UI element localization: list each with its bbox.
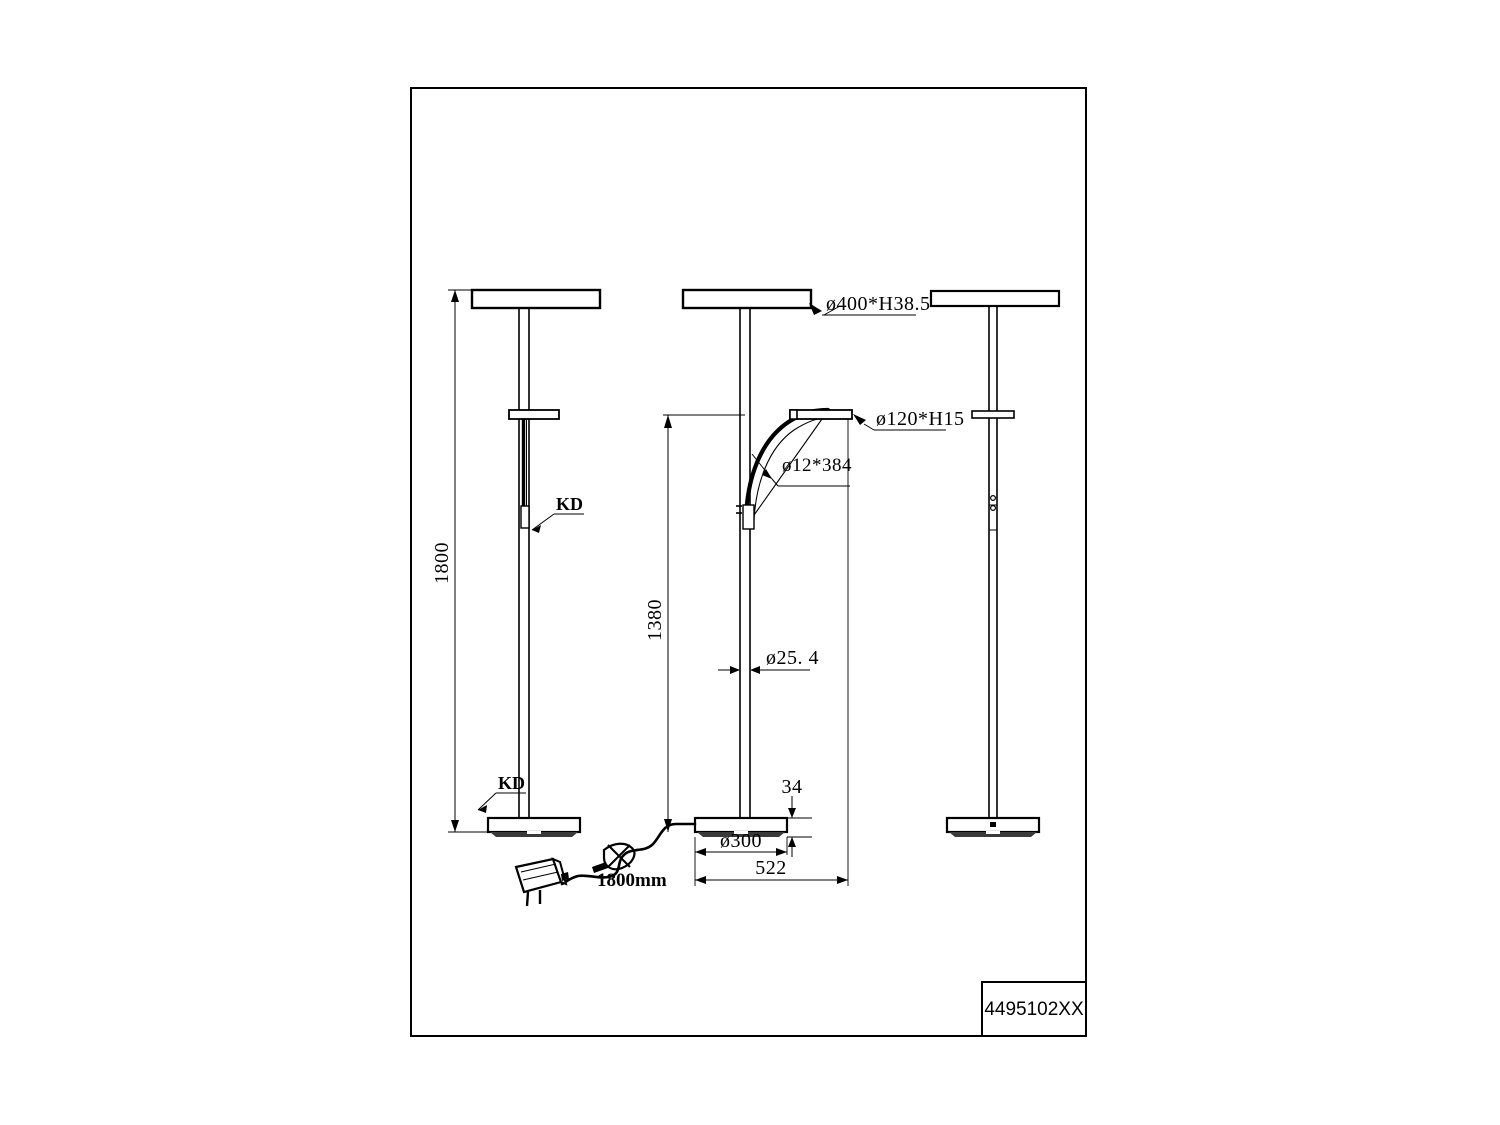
figure-middle-elevation: 1800mm 1380 ø25. 4 34 [514,288,964,907]
dimension-overall-width-label: 522 [755,857,787,879]
middle-base [693,816,789,837]
dimension-base-diameter: ø300 [694,830,788,856]
left-folded-arm [520,419,530,529]
sheet-border [410,87,1087,1037]
dimension-pole-diameter: ø25. 4 [718,647,819,674]
left-main-pole [518,308,530,818]
dimension-reading-height: 1380 [644,414,745,832]
figure-right-elevation [929,289,1061,837]
middle-main-pole [739,308,751,818]
dimension-reading-height-label: 1380 [644,599,666,641]
title-block: 4495102XX [981,981,1087,1037]
left-base [486,816,582,837]
cable-length-label: 1800mm [597,870,667,891]
kd-callout-upper: KD [531,494,584,533]
dimension-pole-diameter-label: ø25. 4 [766,647,819,669]
callout-reading-head-label: ø120*H15 [876,408,964,430]
middle-reading-arm [742,407,853,530]
right-main-pole [988,306,998,818]
callout-top-shade: ø400*H38.5 [809,293,930,316]
dimension-overall-height: 1800 [431,289,490,833]
transformer-plug [514,857,569,907]
right-top-shade [929,289,1061,308]
power-cable-assembly: 1800mm [514,822,697,907]
title-block-part-number: 4495102XX [984,999,1084,1020]
right-pole-buttons [989,495,996,512]
callout-top-shade-label: ø400*H38.5 [826,293,930,315]
right-mid-collar [971,410,1015,419]
figure-left-elevation: KD KD 1800 [431,288,602,837]
left-top-shade [470,288,602,310]
right-base [945,816,1041,837]
dimension-overall-height-label: 1800 [431,542,453,584]
left-mid-collar [508,409,560,420]
kd-callout-lower: KD [477,773,526,813]
kd-label-upper: KD [556,494,583,514]
callout-reading-arm: ø12*384 [751,453,852,487]
middle-pole-hinge-marks [736,505,742,514]
kd-label-lower: KD [498,773,525,793]
dimension-base-height: 34 [782,776,812,857]
callout-reading-head: ø120*H15 [853,408,964,431]
dimension-base-height-label: 34 [782,776,803,798]
dimension-base-diameter-label: ø300 [720,830,762,852]
middle-top-shade [681,288,813,310]
callout-reading-arm-label: ø12*384 [782,455,852,476]
dimension-overall-width: 522 [694,419,849,886]
